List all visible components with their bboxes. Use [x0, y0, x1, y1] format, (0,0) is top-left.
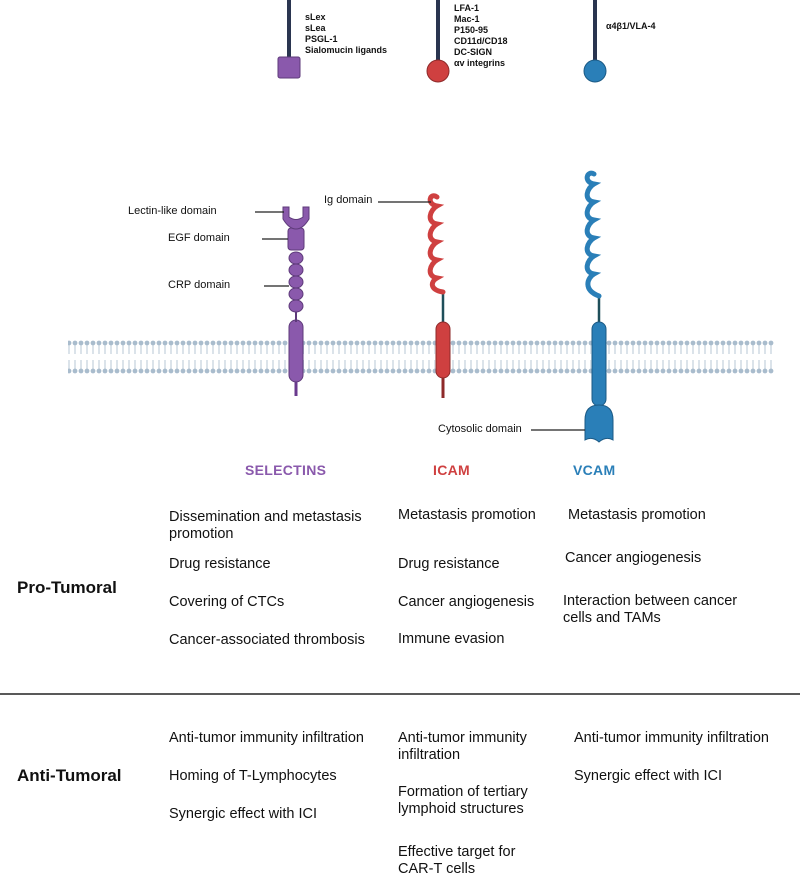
- ligand-receptor-vcam: [583, 0, 607, 83]
- ligand-label: Mac-1: [454, 14, 480, 24]
- ligand-label: CD11d/CD18: [454, 36, 508, 46]
- family-title-selectins: SELECTINS: [245, 462, 327, 478]
- anti-vcam-item: Synergic effect with ICI: [574, 768, 723, 784]
- lectin-domain-label: Lectin-like domain: [128, 205, 217, 217]
- anti-icam-item: Formation of tertiary lymphoid structure…: [398, 784, 528, 817]
- ligand-label: αv integrins: [454, 58, 506, 68]
- leader-lines: [255, 201, 585, 431]
- pro-selectins-item: Cancer-associated thrombosis: [169, 632, 365, 648]
- cytosolic-domain-label: Cytosolic domain: [438, 423, 522, 435]
- anti-selectins-item: Anti-tumor immunity infiltration: [169, 730, 364, 746]
- pro-vcam-item: Interaction between cancer cells and TAM…: [563, 593, 738, 626]
- pro-icam-item: Cancer angiogenesis: [398, 594, 535, 610]
- selectin-molecule: [282, 206, 310, 396]
- crp-domain-label: CRP domain: [168, 279, 231, 291]
- family-title-icam: ICAM: [433, 462, 470, 478]
- ligand-label: sLea: [305, 23, 326, 33]
- vcam-ig-domains: [584, 170, 602, 299]
- family-title-vcam: VCAM: [573, 462, 616, 478]
- pro-selectins-item: Covering of CTCs: [169, 594, 285, 610]
- ligands-icam: LFA-1 Mac-1 P150-95 CD11d/CD18 DC-SIGN α…: [454, 3, 508, 69]
- lectin-like-domain: [282, 206, 310, 230]
- cytosolic-domain: [584, 404, 614, 443]
- row-label-anti-tumoral: Anti-Tumoral: [17, 766, 122, 785]
- anti-selectins-item: Homing of T-Lymphocytes: [169, 768, 337, 784]
- pro-selectins-item: Drug resistance: [169, 556, 271, 572]
- egf-domain: [287, 227, 305, 251]
- ligand-label: α4β1/VLA-4: [606, 21, 656, 31]
- anti-vcam-item: Anti-tumor immunity infiltration: [574, 730, 769, 746]
- ligand-label: Sialomucin ligands: [305, 45, 388, 55]
- ligand-receptor-selectins: [277, 0, 301, 79]
- ligand-label: DC-SIGN: [454, 47, 492, 57]
- pro-icam-item: Metastasis promotion: [398, 507, 536, 523]
- ligand-label: PSGL-1: [305, 34, 338, 44]
- pro-selectins-item: Dissemination and metastasis promotion: [169, 509, 362, 542]
- anti-icam-item: Anti-tumor immunity infiltration: [398, 730, 527, 763]
- ligand-label: sLex: [305, 12, 326, 22]
- pro-icam-item: Immune evasion: [398, 631, 505, 647]
- row-label-pro-tumoral: Pro-Tumoral: [17, 578, 117, 597]
- icam-molecule: [427, 193, 451, 398]
- pro-icam-item: Drug resistance: [398, 556, 500, 572]
- ligand-receptor-icam: [426, 0, 450, 83]
- ig-domain: [427, 193, 446, 295]
- ligands-vcam: α4β1/VLA-4: [606, 21, 656, 32]
- pro-vcam-item: Cancer angiogenesis: [565, 550, 702, 566]
- ligands-selectins: sLex sLea PSGL-1 Sialomucin ligands: [305, 12, 387, 56]
- egf-domain-label: EGF domain: [168, 232, 230, 244]
- ligand-label: P150-95: [454, 25, 489, 35]
- ig-domain-label: Ig domain: [324, 194, 373, 206]
- anti-selectins-item: Synergic effect with ICI: [169, 806, 318, 822]
- vcam-molecule: [584, 170, 614, 443]
- cell-membrane: [68, 340, 774, 374]
- ligand-label: LFA-1: [454, 3, 480, 13]
- pro-vcam-item: Metastasis promotion: [568, 507, 706, 523]
- crp-domain: [288, 251, 304, 313]
- anti-icam-item: Effective target for CAR-T cells: [398, 844, 516, 877]
